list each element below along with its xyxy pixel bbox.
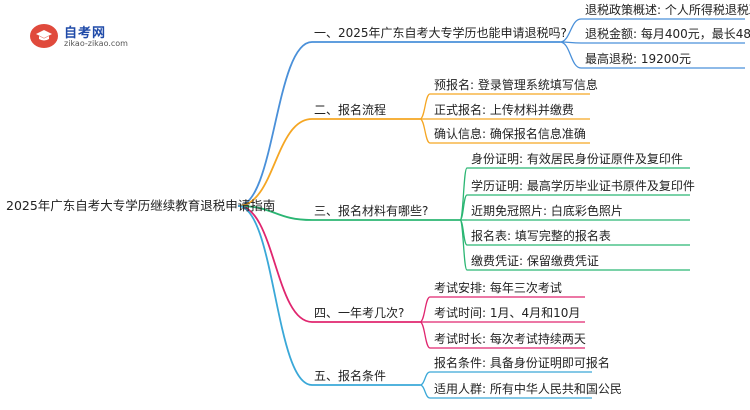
leaf-topic: 报名条件: 具备身份证明即可报名 bbox=[434, 356, 610, 370]
branch-connector bbox=[237, 205, 313, 386]
leaf-connector bbox=[419, 321, 431, 349]
leaf-topic: 报名表: 填写完整的报名表 bbox=[471, 229, 611, 243]
leaf-connector bbox=[559, 41, 582, 69]
leaf-connector bbox=[559, 18, 582, 43]
leaf-topic: 考试安排: 每年三次考试 bbox=[434, 281, 562, 295]
branch-connector bbox=[237, 205, 313, 221]
leaf-topic: 学历证明: 最高学历毕业证书原件及复印件 bbox=[471, 179, 695, 193]
leaf-topic: 预报名: 登录管理系统填写信息 bbox=[434, 78, 598, 92]
branch-connector bbox=[237, 205, 313, 323]
graduation-cap-icon bbox=[30, 24, 58, 48]
root-topic: 2025年广东自考大专学历继续教育退税申请指南 bbox=[6, 198, 276, 213]
logo-url: zikao-zikao.com bbox=[64, 39, 128, 48]
branch-topic: 一、2025年广东自考大专学历也能申请退税吗? bbox=[314, 26, 567, 40]
leaf-topic: 退税金额: 每月400元，最长48个月 bbox=[585, 27, 750, 41]
branch-topic: 五、报名条件 bbox=[314, 369, 387, 383]
leaf-connector bbox=[459, 167, 468, 221]
leaf-connector bbox=[419, 371, 431, 386]
leaf-connector bbox=[459, 194, 468, 221]
leaf-connector bbox=[459, 219, 468, 271]
branch-connector bbox=[237, 41, 313, 207]
branch-topic: 四、一年考几次? bbox=[314, 306, 405, 320]
leaf-topic: 确认信息: 确保报名信息准确 bbox=[434, 127, 586, 141]
leaf-connector bbox=[419, 118, 431, 144]
branch-topic: 三、报名材料有哪些? bbox=[314, 204, 429, 218]
leaf-topic: 退税政策概述: 个人所得税退税政策 bbox=[585, 3, 750, 17]
branch-topic: 二、报名流程 bbox=[314, 103, 387, 117]
leaf-connector bbox=[419, 93, 431, 120]
leaf-topic: 身份证明: 有效居民身份证原件及复印件 bbox=[471, 152, 683, 166]
site-logo: 自考网 zikao-zikao.com bbox=[30, 20, 140, 54]
leaf-connector bbox=[419, 296, 431, 323]
leaf-topic: 近期免冠照片: 白底彩色照片 bbox=[471, 204, 623, 218]
leaf-topic: 正式报名: 上传材料并缴费 bbox=[434, 103, 574, 117]
leaf-connector bbox=[419, 384, 431, 399]
leaf-topic: 考试时间: 1月、4月和10月 bbox=[434, 306, 581, 320]
branch-connector bbox=[237, 118, 313, 207]
leaf-topic: 考试时长: 每次考试持续两天 bbox=[434, 332, 586, 346]
leaf-topic: 缴费凭证: 保留缴费凭证 bbox=[471, 254, 599, 268]
leaf-topic: 适用人群: 所有中华人民共和国公民 bbox=[434, 382, 622, 396]
leaf-topic: 最高退税: 19200元 bbox=[585, 52, 692, 66]
logo-title: 自考网 bbox=[64, 26, 107, 41]
